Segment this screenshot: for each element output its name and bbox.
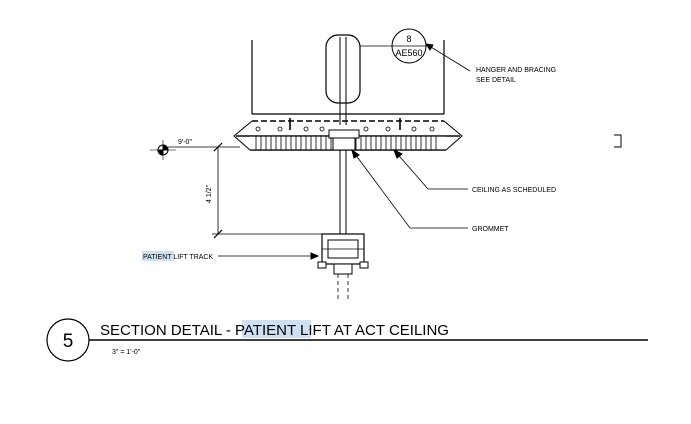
hanger-callout-leader — [424, 43, 471, 72]
ceiling-leader — [393, 148, 468, 190]
track-hanger — [339, 150, 347, 234]
grid-hole — [255, 126, 261, 132]
grid-hole — [429, 126, 435, 132]
track-leader — [218, 252, 320, 260]
detail-title-block: 5 SECTION DETAIL - PATIENT LIFT AT ACT C… — [46, 318, 648, 362]
grid-hole — [277, 126, 283, 132]
hanger-callout-line1: HANGER AND BRACING — [476, 67, 556, 74]
track-label-highlight — [142, 251, 174, 261]
elevation-label: 9'-0" — [178, 139, 192, 146]
vertical-dimension — [212, 142, 322, 239]
reference-bubble: 8 AE560 — [360, 28, 427, 64]
height-dimension: 4 1/2" — [206, 184, 213, 203]
elevation-marker — [150, 140, 240, 160]
grommet-callout: GROMMET — [472, 226, 509, 233]
patient-lift-track — [317, 233, 369, 300]
grid-tees — [289, 118, 401, 130]
detail-number: 5 — [63, 331, 74, 352]
grid-hole — [319, 126, 325, 132]
hanger-callout-line2: SEE DETAIL — [476, 77, 516, 84]
grommet-leader — [351, 148, 468, 229]
reference-sheet: AE560 — [395, 48, 422, 58]
sheet-edge-mark — [614, 134, 622, 148]
grid-hole — [411, 126, 417, 132]
grommet — [328, 129, 360, 151]
track-label: PATIENT LIFT TRACK — [143, 254, 213, 261]
hanger-rod — [325, 34, 361, 125]
title-highlight — [242, 320, 311, 338]
ceiling-callout: CEILING AS SCHEDULED — [472, 187, 556, 194]
reference-number: 8 — [406, 34, 411, 44]
ceiling-grid-holes — [255, 126, 435, 132]
structure-above — [251, 40, 445, 115]
detail-title: SECTION DETAIL - PATIENT LIFT AT ACT CEI… — [100, 322, 449, 339]
detail-scale: 3" = 1'-0" — [112, 349, 141, 356]
grid-hole — [303, 126, 309, 132]
grid-hole — [385, 126, 391, 132]
grid-hole — [363, 126, 369, 132]
